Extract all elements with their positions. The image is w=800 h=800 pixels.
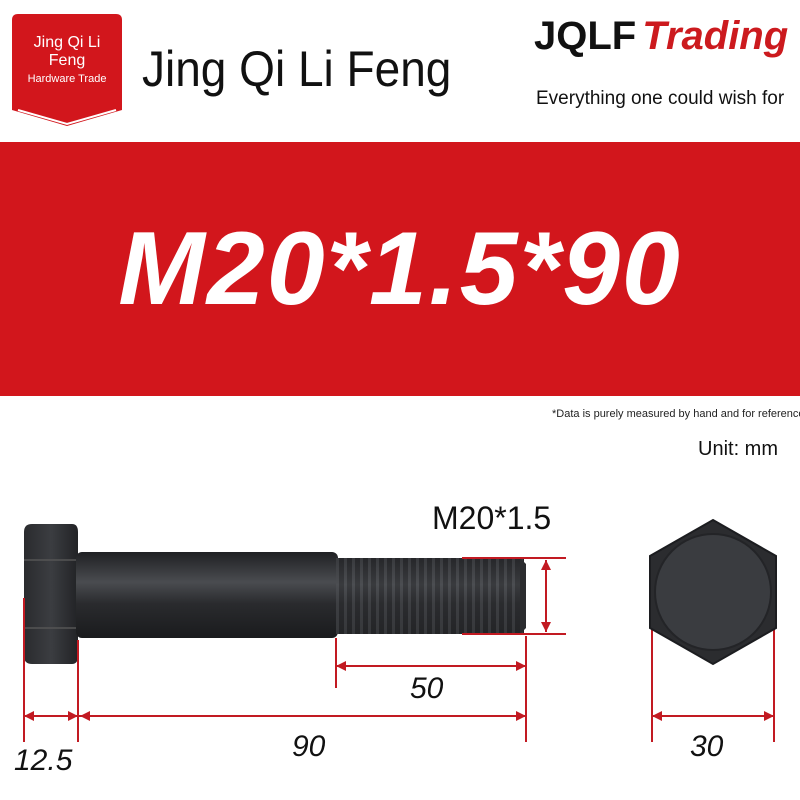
- bolt-drawing: [23, 518, 777, 742]
- disclaimer-note: *Data is purely measured by hand and for…: [552, 408, 800, 420]
- thread-spec-label: M20*1.5: [432, 500, 552, 536]
- badge-line-2: Feng: [48, 52, 86, 70]
- slogan: Everything one could wish for: [536, 88, 785, 109]
- total-length-label: 90: [292, 730, 326, 763]
- hex-bolt-icon: [24, 524, 526, 664]
- hex-head-front-view: [649, 518, 777, 666]
- thread-length-label: 50: [410, 672, 444, 705]
- badge-line-1: Jing Qi Li: [33, 34, 101, 51]
- spec-banner: M20*1.5*90: [0, 142, 800, 396]
- head-width-label: 30: [690, 730, 724, 763]
- brand-badge: Jing Qi Li Feng Hardware Trade: [12, 14, 122, 130]
- dimension-lines: [23, 557, 775, 742]
- trade-brand-abbrev: JQLF: [534, 14, 637, 58]
- unit-label: Unit: mm: [698, 438, 778, 460]
- trade-brand-word: Trading: [642, 14, 789, 58]
- head-height-label: 12.5: [14, 744, 73, 777]
- badge-line-3: Hardware Trade: [27, 72, 107, 85]
- brand-name: Jing Qi Li Feng: [142, 41, 452, 97]
- ribbon-badge-icon: [12, 14, 122, 126]
- badge-text: Jing Qi Li Feng Hardware Trade: [12, 34, 122, 85]
- spec-title: M20*1.5*90: [118, 210, 682, 327]
